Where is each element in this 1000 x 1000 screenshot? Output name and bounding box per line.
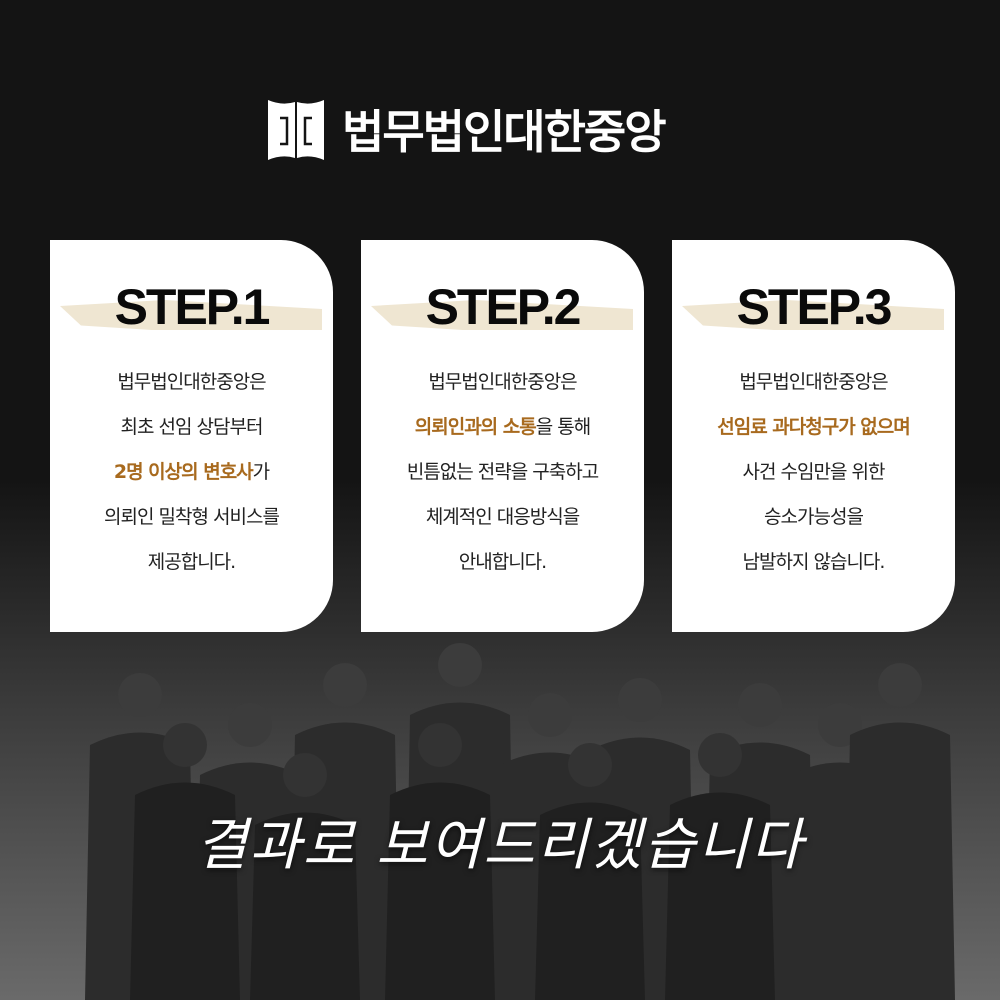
brand-logo: 법무법인대한중앙 [268, 96, 667, 162]
slogan: 결과로 보여드리겠습니다 [195, 813, 805, 878]
step-text-line: 2명 이상의 변호사가 [50, 450, 333, 495]
step-text-line: 안내합니다. [361, 540, 644, 585]
person-head [118, 673, 162, 717]
text: 법무법인대한중앙은 [739, 371, 888, 393]
person-head [418, 723, 462, 767]
text: 안내합니다. [458, 551, 547, 573]
step-heading: STEP.2 [361, 278, 644, 338]
step-text-line: 선임료 과다청구가 없으며 [672, 405, 955, 450]
highlight-text: 의뢰인과의 소통 [414, 416, 537, 438]
person-head [738, 683, 782, 727]
text: 의뢰인 밀착형 서비스를 [104, 506, 280, 528]
step-text-line: 남발하지 않습니다. [672, 540, 955, 585]
step-label: STEP.3 [736, 279, 893, 335]
text: 체계적인 대응방식을 [425, 506, 580, 528]
team-photo [85, 643, 955, 1000]
step-text-line: 의뢰인 밀착형 서비스를 [50, 495, 333, 540]
person-head [283, 753, 327, 797]
person-head [698, 733, 742, 777]
person-head [528, 693, 572, 737]
text: 제공합니다. [147, 551, 236, 573]
text: 법무법인대한중앙은 [428, 371, 577, 393]
step-text-line: 최초 선임 상담부터 [50, 405, 333, 450]
highlight-text: 2명 이상의 변호사 [113, 461, 254, 483]
person-body [385, 782, 495, 1000]
text: 법무법인대한중앙은 [117, 371, 266, 393]
step-label: STEP.1 [114, 279, 271, 335]
person-body [665, 792, 775, 1000]
person-body [535, 802, 645, 1000]
step-text-line: 제공합니다. [50, 540, 333, 585]
step-text-line: 법무법인대한중앙은 [50, 360, 333, 405]
step-heading: STEP.1 [50, 278, 333, 338]
step-text-line: 법무법인대한중앙은 [672, 360, 955, 405]
text: 사건 수임만을 위한 [742, 461, 886, 483]
step-text-line: 체계적인 대응방식을 [361, 495, 644, 540]
text: 빈틈없는 전략을 구축하고 [406, 461, 599, 483]
person-head [618, 678, 662, 722]
person-body [130, 782, 240, 1000]
person-head [568, 743, 612, 787]
step-text-line: 법무법인대한중앙은 [361, 360, 644, 405]
step-text-line: 승소가능성을 [672, 495, 955, 540]
text: 가 [252, 461, 271, 483]
highlight-text: 선임료 과다청구가 없으며 [717, 416, 911, 438]
brand-name: 법무법인대한중앙 [342, 105, 667, 159]
person-body [250, 812, 360, 1000]
step-heading: STEP.3 [672, 278, 955, 338]
person-head [228, 703, 272, 747]
person-head [323, 663, 367, 707]
text: 승소가능성을 [764, 506, 864, 528]
person-head [163, 723, 207, 767]
person-head [438, 643, 482, 687]
text: 최초 선임 상담부터 [120, 416, 264, 438]
open-door-icon [268, 100, 324, 160]
text: 을 통해 [535, 416, 591, 438]
step-text-line: 의뢰인과의 소통을 통해 [361, 405, 644, 450]
person-body [845, 722, 955, 1000]
person-head [878, 663, 922, 707]
step-text-line: 빈틈없는 전략을 구축하고 [361, 450, 644, 495]
text: 남발하지 않습니다. [742, 551, 886, 573]
step-text-line: 사건 수임만을 위한 [672, 450, 955, 495]
step-label: STEP.2 [425, 279, 582, 335]
